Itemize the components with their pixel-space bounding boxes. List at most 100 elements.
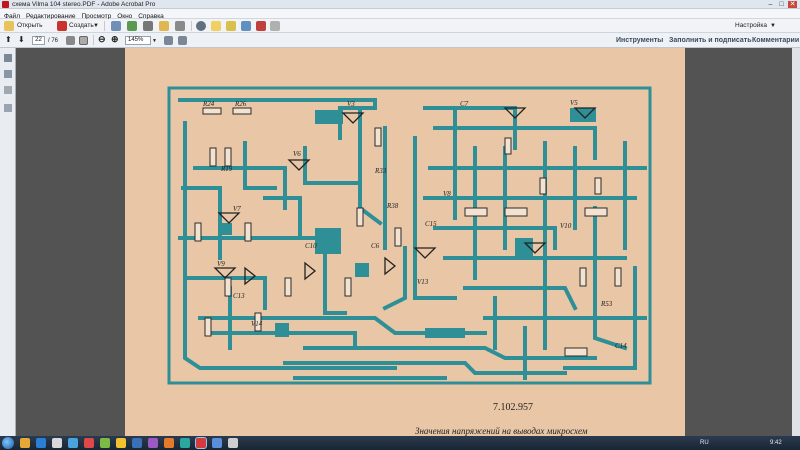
menu-file[interactable]: Файл — [4, 13, 20, 20]
sign-icon[interactable] — [256, 21, 266, 31]
page-number-input[interactable]: 22 — [32, 36, 45, 45]
taskbar-app-icon[interactable] — [68, 438, 78, 448]
title-bar: схема Vilma 104 stereo.PDF - Adobe Acrob… — [0, 0, 800, 9]
component-label: C7 — [460, 100, 469, 108]
page-total: / 76 — [48, 38, 59, 44]
taskbar-app-icon[interactable] — [180, 438, 190, 448]
navigation-toolbar: ⬆ ⬇ 22 / 76 ⊖ ⊕ 145% ▼ Инструменты Запол… — [0, 33, 800, 48]
menu-help[interactable]: Справка — [138, 13, 164, 20]
stamp-icon[interactable] — [241, 21, 251, 31]
taskbar-app-icon[interactable] — [164, 438, 174, 448]
menu-window[interactable]: Окно — [117, 13, 133, 20]
menu-view[interactable]: Просмотр — [81, 13, 112, 20]
vertical-scrollbar[interactable] — [792, 48, 800, 436]
select-tool-icon[interactable] — [66, 36, 75, 45]
language-indicator[interactable]: RU — [700, 440, 709, 446]
acrobat-icon — [2, 1, 9, 8]
prev-page-icon[interactable]: ⬆ — [5, 35, 12, 44]
share-icon[interactable] — [175, 21, 185, 31]
fit-width-icon[interactable] — [178, 36, 187, 45]
component-label: V6 — [293, 150, 301, 158]
component-label: V5 — [570, 99, 578, 107]
component-label: R38 — [386, 202, 399, 210]
create-button[interactable]: Создать — [69, 22, 94, 29]
windows-taskbar: RU 9:42 — [0, 436, 800, 450]
open-button[interactable]: Открыть — [17, 22, 43, 29]
tools-pane-button[interactable]: Инструменты — [616, 37, 664, 44]
save-icon[interactable] — [111, 21, 121, 31]
email-icon[interactable] — [159, 21, 169, 31]
clock[interactable]: 9:42 — [770, 440, 782, 446]
upload-icon[interactable] — [127, 21, 137, 31]
component-label: R24 — [202, 100, 215, 108]
document-viewport[interactable]: V3 V5 V6 V7 V8 V9 V10 V13 V14 R24 R26 R1… — [16, 48, 792, 436]
component-label: V7 — [233, 205, 241, 213]
component-label: C15 — [425, 220, 437, 228]
taskbar-app-icon[interactable] — [52, 438, 62, 448]
highlight-icon[interactable] — [226, 21, 236, 31]
start-button[interactable] — [2, 437, 14, 449]
zoom-out-icon[interactable]: ⊖ — [98, 34, 106, 44]
comment-icon[interactable] — [211, 21, 221, 31]
signatures-icon[interactable] — [4, 104, 12, 112]
explorer-icon[interactable] — [20, 438, 30, 448]
figure-caption: Значения напряжений на выводах микросхем — [415, 426, 588, 436]
component-label: V8 — [443, 190, 451, 198]
zoom-input[interactable]: 145% — [125, 36, 151, 45]
taskbar-app-icon[interactable] — [148, 438, 158, 448]
toolbar-separator — [104, 21, 105, 31]
drawing-number: 7.102.957 — [493, 402, 533, 413]
component-label: R53 — [600, 300, 613, 308]
component-label: V3 — [347, 100, 355, 108]
component-label: R26 — [234, 100, 247, 108]
fit-page-icon[interactable] — [164, 36, 173, 45]
component-label: C13 — [233, 292, 245, 300]
component-label: R19 — [220, 165, 233, 173]
zoom-in-icon[interactable]: ⊕ — [111, 34, 119, 44]
taskbar-app-icon[interactable] — [84, 438, 94, 448]
menu-bar: Файл Редактирование Просмотр Окно Справка — [0, 9, 800, 20]
window-title: схема Vilma 104 stereo.PDF - Adobe Acrob… — [12, 1, 156, 8]
customize-dropdown-icon[interactable]: ▼ — [770, 23, 776, 29]
component-label: C14 — [615, 342, 627, 350]
component-label: V13 — [417, 278, 429, 286]
comments-pane-button[interactable]: Комментарии — [752, 37, 800, 44]
fill-sign-pane-button[interactable]: Заполнить и подписать — [669, 37, 752, 44]
zoom-dropdown-icon[interactable]: ▼ — [152, 38, 157, 44]
create-dropdown-icon[interactable]: ▼ — [93, 23, 99, 29]
attachments-icon[interactable] — [4, 86, 12, 94]
settings-icon[interactable] — [196, 21, 206, 31]
page-thumbnails-icon[interactable] — [4, 54, 12, 62]
taskbar-app-icon[interactable] — [116, 438, 126, 448]
acrobat-taskbar-icon[interactable] — [195, 437, 207, 449]
create-pdf-icon — [57, 21, 67, 31]
taskbar-app-icon[interactable] — [228, 438, 238, 448]
component-label: C10 — [305, 242, 317, 250]
component-label: R33 — [374, 167, 387, 175]
maximize-button[interactable]: □ — [779, 1, 784, 8]
main-toolbar: Открыть Создать ▼ Настройка ▼ — [0, 19, 800, 33]
component-label: V9 — [217, 260, 225, 268]
attach-icon[interactable] — [270, 21, 280, 31]
taskbar-app-icon[interactable] — [212, 438, 222, 448]
customize-button[interactable]: Настройка — [735, 22, 767, 29]
minimize-button[interactable]: – — [768, 1, 773, 8]
next-page-icon[interactable]: ⬇ — [18, 35, 25, 44]
toolbar-separator — [191, 21, 192, 31]
close-button[interactable]: ✕ — [788, 1, 797, 8]
taskbar-app-icon[interactable] — [132, 438, 142, 448]
toolbar-separator — [93, 35, 94, 45]
taskbar-app-icon[interactable] — [100, 438, 110, 448]
open-folder-icon — [4, 21, 14, 31]
navigation-panel — [0, 48, 16, 436]
pcb-schematic-image: V3 V5 V6 V7 V8 V9 V10 V13 V14 R24 R26 R1… — [167, 86, 652, 436]
print-icon[interactable] — [143, 21, 153, 31]
component-label: V10 — [560, 222, 572, 230]
bookmarks-icon[interactable] — [4, 70, 12, 78]
pdf-page: V3 V5 V6 V7 V8 V9 V10 V13 V14 R24 R26 R1… — [125, 48, 685, 436]
menu-edit[interactable]: Редактирование — [25, 13, 76, 20]
component-label: V14 — [251, 320, 263, 328]
hand-tool-icon[interactable] — [79, 36, 88, 45]
component-label: C6 — [371, 242, 380, 250]
ie-icon[interactable] — [36, 438, 46, 448]
